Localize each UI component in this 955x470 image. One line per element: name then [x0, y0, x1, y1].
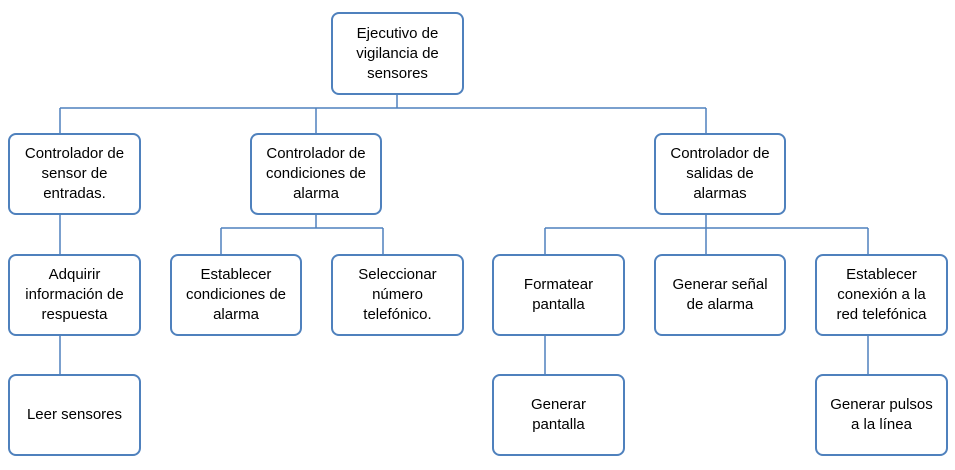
node-establish-phone-connection: Establecer conexión a la red telefónica [815, 254, 948, 336]
node-generate-screen: Generar pantalla [492, 374, 625, 456]
node-format-screen: Formatear pantalla [492, 254, 625, 336]
node-set-alarm-conditions: Establecer condiciones de alarma [170, 254, 302, 336]
node-read-sensors: Leer sensores [8, 374, 141, 456]
node-alarm-conditions-controller: Controlador de condiciones de alarma [250, 133, 382, 215]
node-root-sensor-monitoring-executive: Ejecutivo de vigilancia de sensores [331, 12, 464, 95]
node-generate-alarm-signal: Generar señal de alarma [654, 254, 786, 336]
node-generate-line-pulses: Generar pulsos a la línea [815, 374, 948, 456]
node-alarm-outputs-controller: Controlador de salidas de alarmas [654, 133, 786, 215]
node-select-phone-number: Seleccionar número telefónico. [331, 254, 464, 336]
node-acquire-response-info: Adquirir información de respuesta [8, 254, 141, 336]
node-input-sensor-controller: Controlador de sensor de entradas. [8, 133, 141, 215]
